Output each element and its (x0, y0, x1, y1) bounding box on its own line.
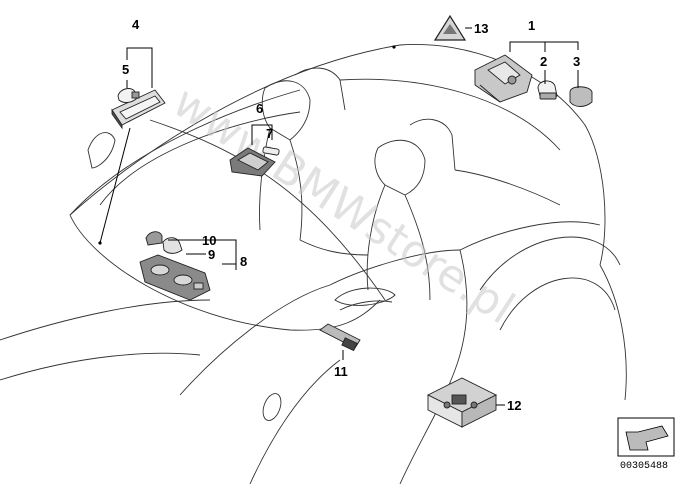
watermark-text: www.BMWstore.pl (164, 76, 523, 334)
navigation-arrow-icon (625, 425, 669, 451)
callout-8: 8 (240, 254, 247, 269)
reference-box: 00305488 (617, 417, 675, 472)
warning-triangle-icon (433, 14, 467, 41)
trunk-bulb (537, 80, 558, 100)
callout-10: 10 (202, 233, 216, 248)
car-body-outline (0, 44, 627, 484)
first-aid-kit (426, 377, 498, 428)
glovebox-bulb (117, 88, 140, 103)
bulb-cap (569, 86, 593, 107)
callout-13: 13 (474, 21, 488, 36)
callout-1: 1 (528, 18, 535, 33)
map-lamp-bulb (162, 237, 183, 254)
callout-7: 7 (266, 126, 273, 141)
callout-12: 12 (507, 398, 521, 413)
map-reading-lamp (139, 254, 211, 301)
glovebox-lamp (111, 89, 166, 130)
trunk-lamp-assembly (474, 54, 533, 103)
callout-2: 2 (540, 54, 547, 69)
callout-3: 3 (573, 54, 580, 69)
callout-11: 11 (334, 364, 348, 379)
festoon-bulb (262, 146, 280, 156)
callout-9: 9 (208, 247, 215, 262)
callout-4: 4 (132, 17, 140, 32)
interior-lamp (229, 147, 276, 177)
bulb-socket (145, 231, 163, 246)
reference-code: 00305488 (620, 461, 668, 472)
callout-6: 6 (256, 101, 263, 116)
footwell-light (319, 323, 361, 352)
callout-5: 5 (122, 62, 129, 77)
